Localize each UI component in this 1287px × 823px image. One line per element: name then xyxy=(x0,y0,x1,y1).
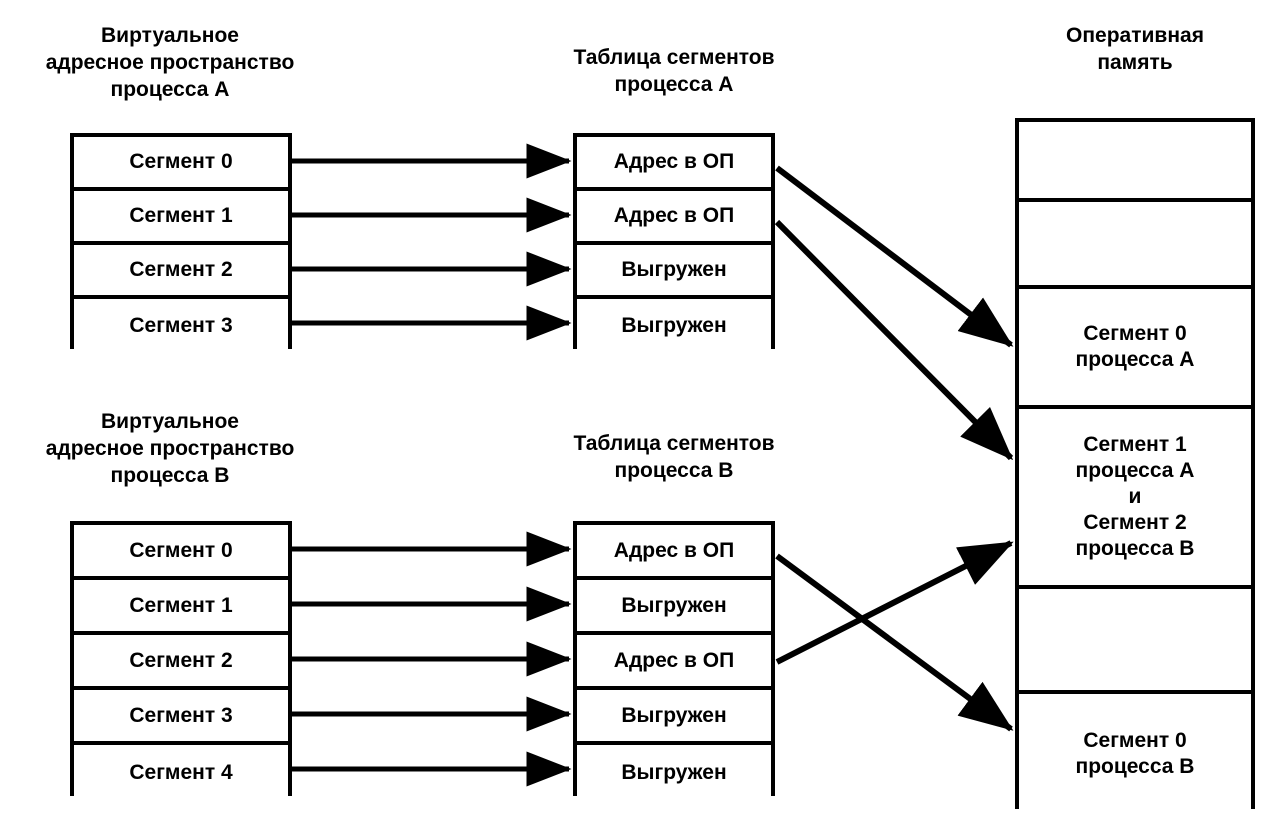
title-vas-process-a: Виртуальное адресное пространство процес… xyxy=(45,24,295,101)
seg-table-b-entry-1[interactable]: Выгружен xyxy=(577,580,771,635)
vas-a-segment-2[interactable]: Сегмент 2 xyxy=(74,245,288,299)
seg-table-b-entry-3[interactable]: Выгружен xyxy=(577,690,771,745)
vas-a-segment-3[interactable]: Сегмент 3 xyxy=(74,299,288,353)
seg-table-a-entry-3[interactable]: Выгружен xyxy=(577,299,771,353)
vas-b-segment-3[interactable]: Сегмент 3 xyxy=(74,690,288,745)
ram-column-box: Сегмент 0 процесса А Сегмент 1 процесса … xyxy=(1015,118,1255,813)
seg-table-a-entry-1[interactable]: Адрес в ОП xyxy=(577,191,771,245)
vas-b-segment-4[interactable]: Сегмент 4 xyxy=(74,745,288,800)
arrows-table-b-to-ram xyxy=(775,540,1014,732)
title-segment-table-process-a: Таблица сегментов процесса А xyxy=(573,46,775,96)
ram-block-4[interactable] xyxy=(1019,589,1251,694)
segment-table-process-a-box: Адрес в ОП Адрес в ОП Выгружен Выгружен xyxy=(573,133,775,353)
vas-process-a-box: Сегмент 0 Сегмент 1 Сегмент 2 Сегмент 3 xyxy=(70,133,292,353)
seg-table-a-entry-0[interactable]: Адрес в ОП xyxy=(577,137,771,191)
segment-table-process-b-box: Адрес в ОП Выгружен Адрес в ОП Выгружен … xyxy=(573,521,775,800)
seg-table-b-entry-0[interactable]: Адрес в ОП xyxy=(577,525,771,580)
vas-a-segment-1[interactable]: Сегмент 1 xyxy=(74,191,288,245)
title-ram: Оперативная память xyxy=(1066,24,1204,74)
seg-table-b-entry-2[interactable]: Адрес в ОП xyxy=(577,635,771,690)
title-vas-process-b: Виртуальное адресное пространство процес… xyxy=(45,410,295,487)
vas-b-segment-0[interactable]: Сегмент 0 xyxy=(74,525,288,580)
vas-a-segment-0[interactable]: Сегмент 0 xyxy=(74,137,288,191)
ram-block-segment-0-process-a[interactable]: Сегмент 0 процесса А xyxy=(1019,289,1251,409)
arrows-table-a-to-ram xyxy=(774,165,1014,461)
ram-block-segment-0-process-b[interactable]: Сегмент 0 процесса В xyxy=(1019,694,1251,813)
ram-block-0[interactable] xyxy=(1019,122,1251,202)
seg-table-a-entry-2[interactable]: Выгружен xyxy=(577,245,771,299)
title-segment-table-process-b: Таблица сегментов процесса В xyxy=(573,432,775,482)
vas-b-segment-2[interactable]: Сегмент 2 xyxy=(74,635,288,690)
arrows-vas-a-to-table-a xyxy=(292,143,572,341)
vas-b-segment-1[interactable]: Сегмент 1 xyxy=(74,580,288,635)
seg-table-b-entry-4[interactable]: Выгружен xyxy=(577,745,771,800)
arrows-vas-b-to-table-b xyxy=(292,531,572,787)
ram-block-1[interactable] xyxy=(1019,202,1251,289)
vas-process-b-box: Сегмент 0 Сегмент 1 Сегмент 2 Сегмент 3 … xyxy=(70,521,292,800)
ram-block-segment-1-a-and-segment-2-b[interactable]: Сегмент 1 процесса А и Сегмент 2 процесс… xyxy=(1019,409,1251,589)
